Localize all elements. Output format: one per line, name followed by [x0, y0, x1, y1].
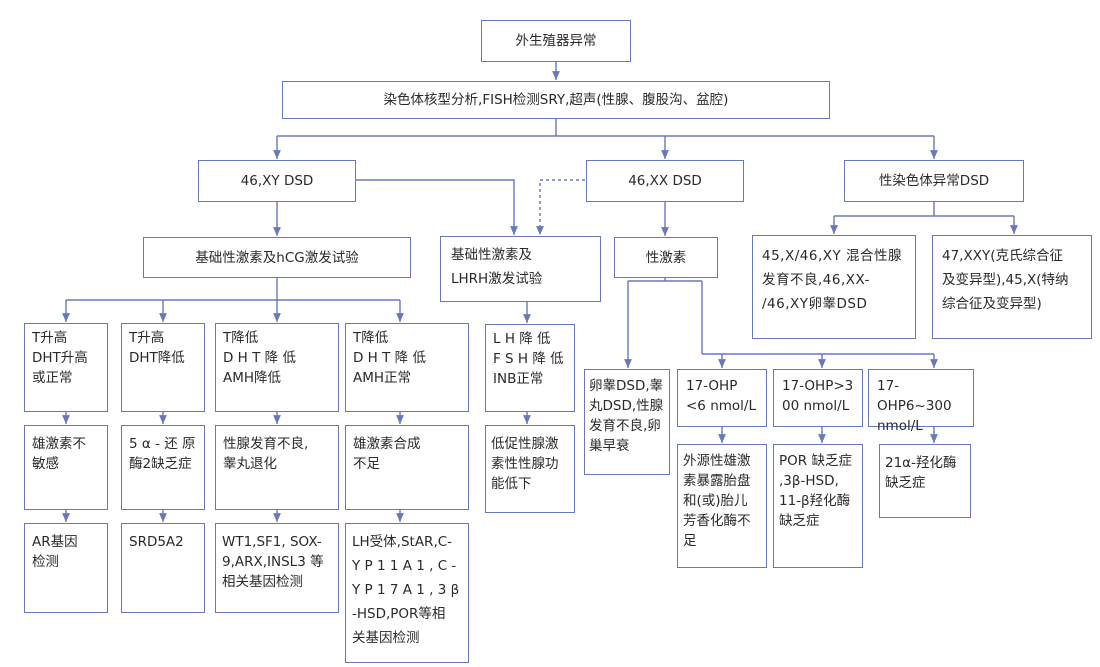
- t-low-amh-low-node: T降低 D H T 降 低 AMH降低: [215, 323, 339, 412]
- por-deficiency-node: POR 缺乏症 ,3β-HSD, 11-β羟化酶 缺乏症: [773, 444, 863, 568]
- basic-hcg-test-node: 基础性激素及hCG激发试验: [143, 237, 411, 278]
- cyp21-deficiency-node: 21α-羟化酶 缺乏症: [879, 444, 971, 518]
- lh-receptor-gene-test-node: LH受体,StAR,C- Y P 1 1 A 1 , C - Y P 1 7 A…: [345, 523, 469, 663]
- karyotype-node: 染色体核型分析,FISH检测SRY,超声(性腺、腹股沟、盆腔): [282, 81, 830, 119]
- wt1-gene-test-node: WT1,SF1, SOX- 9,ARX,INSL3 等 相关基因检测: [215, 523, 339, 613]
- xy-dsd-node: 46,XY DSD: [198, 160, 356, 202]
- t-high-dht-high-node: T升高 DHT升高 或正常: [24, 323, 108, 412]
- basic-lhrh-test-node: 基础性激素及 LHRH激发试验: [440, 236, 601, 302]
- t-high-dht-low-node: T升高 DHT降低: [121, 323, 205, 412]
- sex-chromosome-dsd-node: 性染色体异常DSD: [844, 160, 1024, 202]
- xx-dsd-node: 46,XX DSD: [586, 160, 744, 202]
- mosaic-dsd-node: 45,X/46,XY 混合性腺 发育不良,46,XX- /46,XY卵睾DSD: [752, 235, 916, 339]
- androgen-synthesis-node: 雄激素合成 不足: [345, 425, 469, 510]
- lh-fsh-low-node: L H 降 低 F S H 降 低 INB正常: [485, 324, 575, 412]
- ohp-gt300-node: 17-OHP>3 00 nmol/L: [773, 369, 863, 427]
- srd5a2-deficiency-node: 5 α - 还 原 酶2缺乏症: [121, 425, 205, 510]
- ohp-lt6-node: 17-OHP <6 nmol/L: [677, 369, 767, 427]
- ar-gene-test-node: AR基因 检测: [24, 523, 108, 613]
- hypogonadism-node: 低促性腺激 素性性腺功 能低下: [485, 425, 575, 513]
- sex-hormones-node: 性激素: [614, 237, 718, 278]
- root-node: 外生殖器异常: [481, 20, 631, 62]
- androgen-insensitivity-node: 雄激素不 敏感: [24, 425, 108, 510]
- klinefelter-turner-node: 47,XXY(克氏综合征 及变异型),45,X(特纳 综合征及变异型): [932, 235, 1092, 339]
- srd5a2-gene-test-node: SRD5A2: [121, 523, 205, 613]
- gonadal-dysgenesis-node: 性腺发育不良, 睾丸退化: [215, 425, 339, 510]
- t-low-amh-normal-node: T降低 D H T 降 低 AMH正常: [345, 323, 469, 412]
- ohp-6-300-node: 17-OHP6~300 nmol/L: [868, 369, 974, 434]
- external-androgen-node: 外源性雄激 素暴露胎盘 和(或)胎儿 芳香化酶不 足: [677, 444, 767, 568]
- ovotesticular-dsd-node: 卵睾DSD,睾 丸DSD,性腺 发育不良,卵 巢早衰: [584, 369, 670, 475]
